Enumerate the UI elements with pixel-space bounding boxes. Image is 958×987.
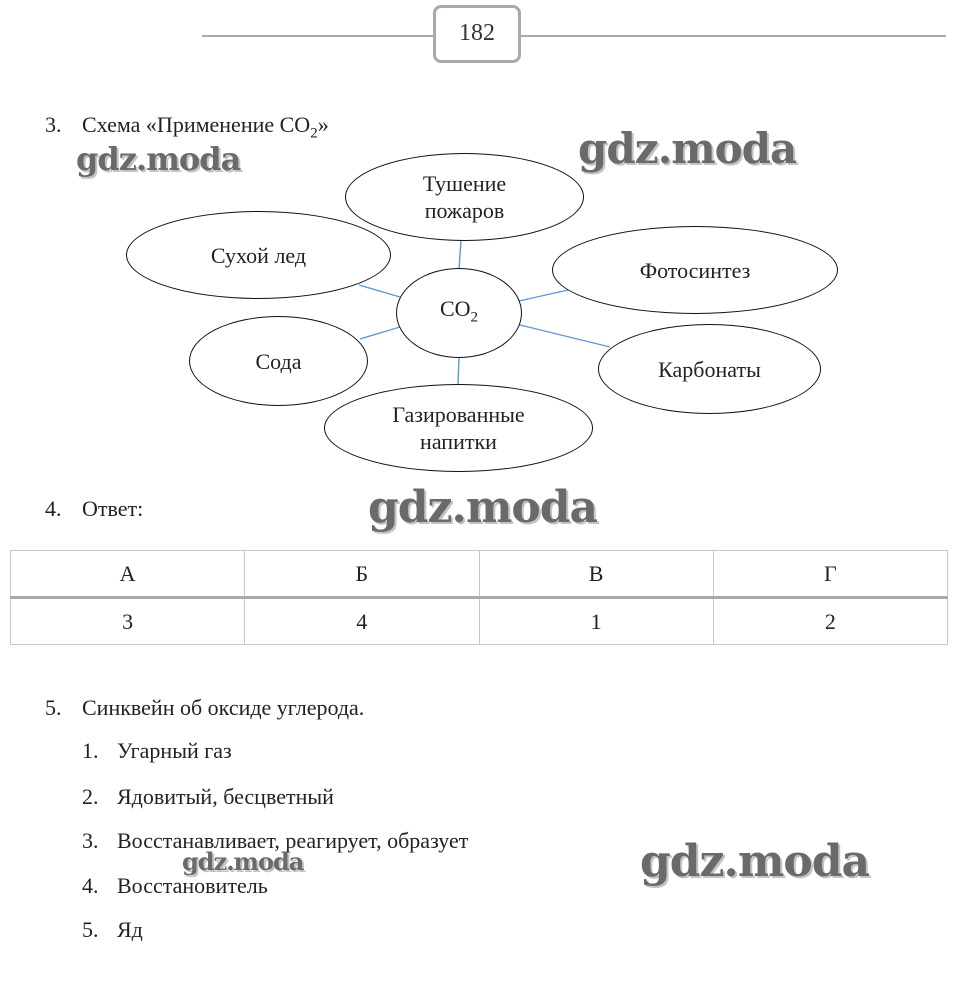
- q5-item-text: Ядовитый, бесцветный: [117, 784, 334, 809]
- answer-header-cell: Г: [712, 550, 949, 599]
- header-rule-left: [202, 35, 434, 37]
- connector-soda: [359, 326, 401, 340]
- q5-item-text: Восстановитель: [117, 873, 268, 898]
- watermark: gdz.moda: [76, 140, 241, 178]
- answer-value-cell: 4: [244, 597, 480, 645]
- node-co2-text: CO: [439, 295, 471, 321]
- page-number: 182: [433, 5, 521, 63]
- node-fire-line2: пожаров: [424, 198, 505, 223]
- q5-item-number: 1.: [82, 738, 99, 763]
- q5-item-number: 4.: [82, 873, 99, 898]
- connector-fire: [458, 239, 462, 271]
- answer-value-cell: 2: [712, 597, 949, 645]
- q3-number: 3.: [45, 112, 62, 137]
- answer-table-header-row: А Б В Г: [9, 550, 949, 599]
- node-drinks-line2: напитки: [420, 429, 497, 454]
- node-co2-label: CO2: [440, 295, 478, 331]
- q3-title-suffix: »: [317, 112, 329, 137]
- answer-value-cell: 3: [9, 597, 246, 645]
- node-soda: Сода: [189, 316, 368, 406]
- connector-carbonates: [515, 323, 611, 348]
- node-dry-ice: Сухой лед: [126, 211, 391, 299]
- q3-title: Схема «Применение CO2»: [82, 112, 329, 142]
- watermark: gdz.moda: [578, 124, 797, 173]
- connector-photosynthesis: [518, 289, 569, 302]
- q3-title-subscript: 2: [310, 125, 318, 142]
- answer-header-cell: А: [9, 550, 246, 599]
- node-carbonates-label: Карбонаты: [658, 356, 761, 382]
- q5-item-number: 5.: [82, 917, 99, 942]
- q4-number: 4.: [45, 496, 62, 521]
- answer-table-value-row: 3 4 1 2: [9, 597, 949, 645]
- watermark: gdz.moda: [368, 482, 598, 533]
- header-rule-right: [520, 35, 946, 37]
- q5-item-number: 2.: [82, 784, 99, 809]
- connector-drinks: [457, 355, 460, 386]
- node-soda-label: Сода: [255, 348, 302, 374]
- answer-table: А Б В Г 3 4 1 2: [9, 550, 949, 645]
- answer-value-cell: 1: [478, 597, 714, 645]
- q5-item-text: Яд: [117, 917, 143, 942]
- node-photosynthesis-label: Фотосинтез: [639, 257, 751, 283]
- node-drinks-line1: Газированные: [392, 402, 525, 427]
- watermark: gdz.moda: [640, 836, 870, 887]
- answer-header-cell: Б: [244, 550, 480, 599]
- node-co2-subscript: 2: [470, 309, 479, 326]
- q5-title: Синквейн об оксиде углерода.: [82, 695, 365, 720]
- connector-lines: [358, 239, 611, 386]
- q3-title-prefix: Схема «Применение CO: [82, 112, 311, 137]
- node-photosynthesis: Фотосинтез: [552, 226, 838, 314]
- node-dry-ice-label: Сухой лед: [210, 242, 307, 268]
- answer-header-cell: В: [478, 550, 714, 599]
- q5-number: 5.: [45, 695, 62, 720]
- node-fire-line1: Тушение: [422, 171, 507, 196]
- node-co2-center: CO2: [396, 268, 522, 358]
- connector-dry-ice: [358, 284, 401, 298]
- node-carbonates: Карбонаты: [598, 324, 821, 414]
- q5-item-number: 3.: [82, 828, 99, 853]
- q4-label: Ответ:: [82, 496, 144, 521]
- watermark: gdz.moda: [182, 847, 304, 876]
- q5-item-text: Угарный газ: [117, 738, 232, 763]
- q5-item-text: Восстанавливает, реагирует, образует: [117, 828, 469, 853]
